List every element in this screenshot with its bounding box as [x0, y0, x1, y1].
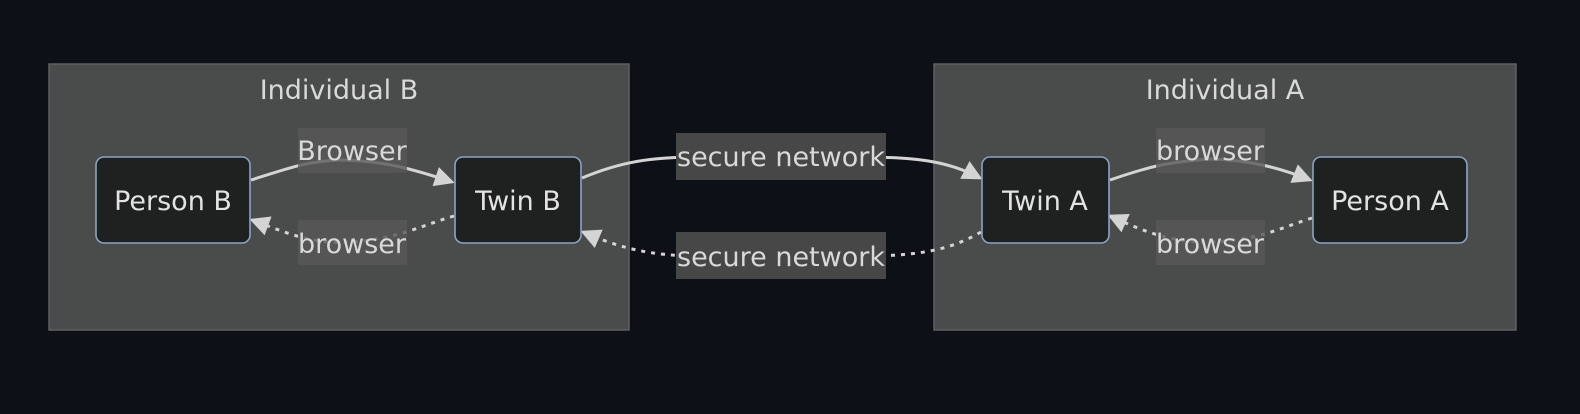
- edge-label-twin-b-to-twin-a: secure network: [676, 133, 886, 180]
- edge-label-text: secure network: [677, 142, 885, 173]
- node-person-a-label: Person A: [1331, 186, 1449, 217]
- edge-label-text: Browser: [297, 136, 407, 167]
- edge-label-text: browser: [1156, 136, 1265, 167]
- edge-label-twin-a-to-person-a: browser: [1156, 128, 1265, 173]
- node-twin-b[interactable]: Twin B: [454, 156, 582, 244]
- cluster-individual-a-title: Individual A: [1146, 75, 1305, 106]
- node-person-a[interactable]: Person A: [1312, 156, 1468, 244]
- edge-label-text: secure network: [677, 242, 885, 273]
- node-twin-a-label: Twin A: [1001, 186, 1088, 217]
- edge-label-text: browser: [298, 229, 407, 260]
- edge-label-twin-b-to-person-b: browser: [298, 220, 407, 265]
- node-person-b[interactable]: Person B: [95, 156, 251, 244]
- cluster-individual-b-title: Individual B: [260, 75, 419, 106]
- edge-label-person-a-to-twin-a: browser: [1156, 220, 1265, 265]
- node-twin-a[interactable]: Twin A: [981, 156, 1110, 244]
- edge-label-twin-a-to-twin-b: secure network: [676, 232, 886, 279]
- node-person-b-label: Person B: [114, 186, 232, 217]
- node-twin-b-label: Twin B: [474, 186, 561, 217]
- edge-label-text: browser: [1156, 229, 1265, 260]
- edge-twin-a-to-twin-b: [580, 229, 982, 258]
- edge-label-person-b-to-twin-b: Browser: [297, 128, 408, 173]
